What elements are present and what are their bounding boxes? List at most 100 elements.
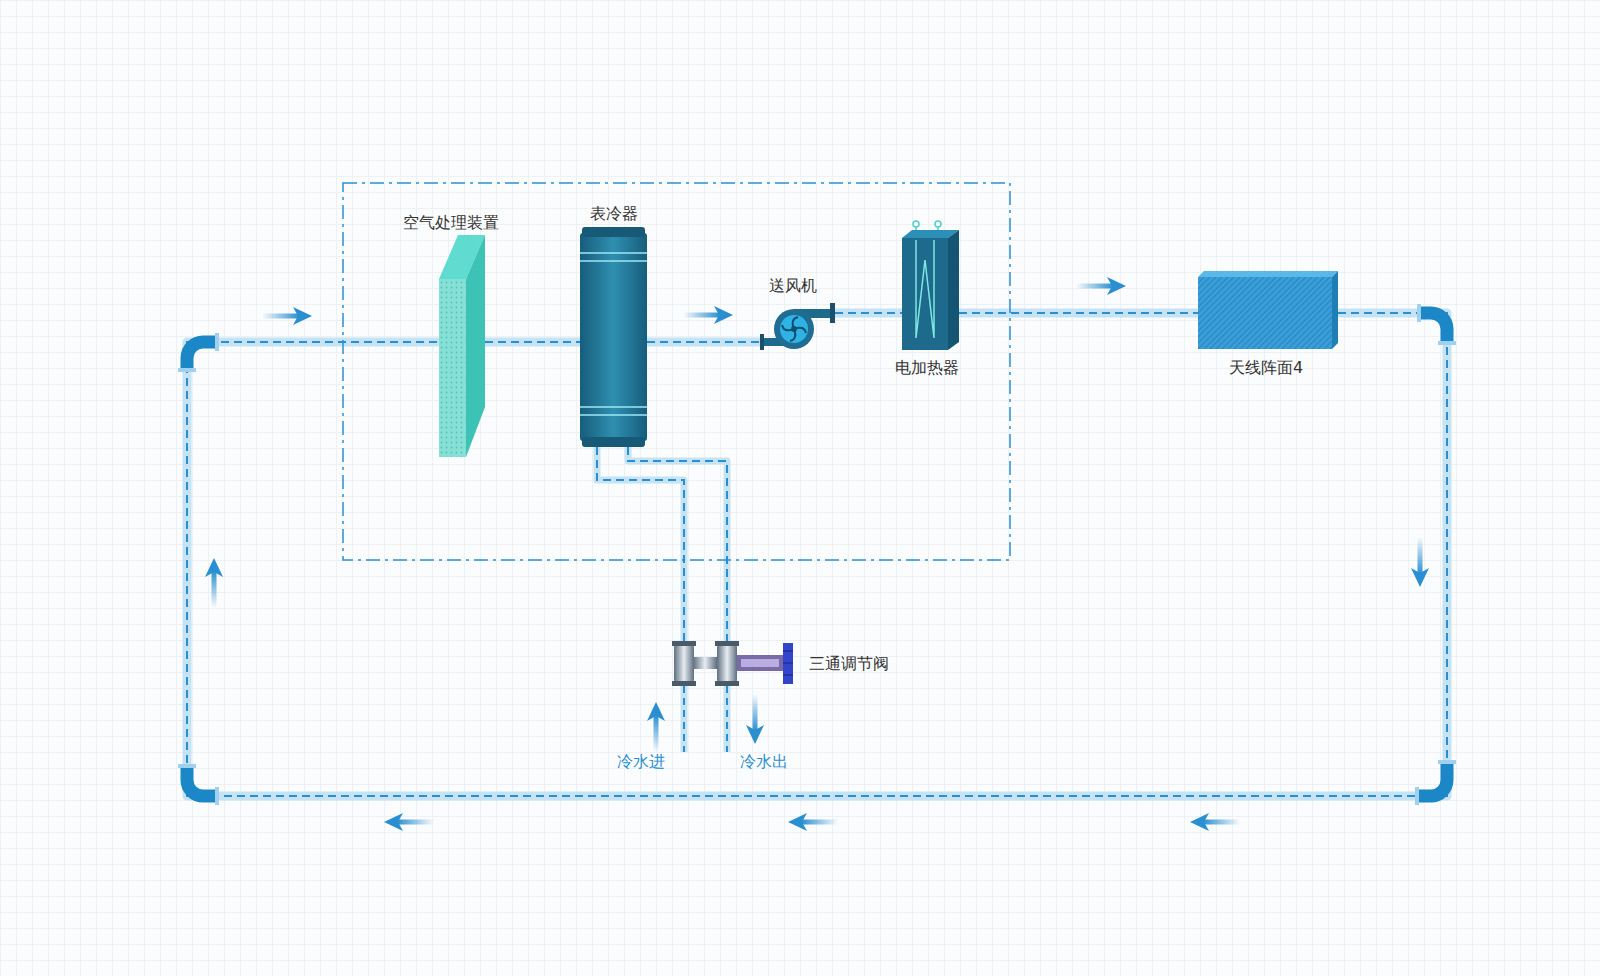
drawing-rect <box>582 437 645 447</box>
drawing-g <box>782 317 806 341</box>
drawing-rect <box>215 787 219 805</box>
drawing-rect <box>439 279 466 457</box>
drawing-polygon <box>948 230 959 350</box>
drawing-polygon <box>466 235 485 457</box>
surface-cooler: 表冷器 <box>580 227 647 447</box>
drawing-rect <box>580 233 647 441</box>
drawing-rect <box>1438 341 1456 345</box>
water-in-label: 冷水进 <box>617 752 665 772</box>
drawing-use <box>1190 813 1240 831</box>
drawing-circle <box>791 326 797 332</box>
drawing-path <box>628 447 727 641</box>
drawing-rect <box>178 764 196 768</box>
drawing-rect <box>760 334 764 350</box>
drawing-circle <box>913 221 919 227</box>
drawing-svg <box>760 303 835 352</box>
drawing-polygon <box>1332 271 1338 349</box>
node-label: 三通调节阀 <box>809 654 889 674</box>
drawing-polygon <box>1198 271 1338 277</box>
drawing-path <box>1419 764 1447 796</box>
drawing-svg <box>1198 271 1338 349</box>
drawing-rect <box>672 681 696 686</box>
drawing-rect <box>715 641 739 646</box>
drawing-rect <box>741 659 779 667</box>
drawing-path <box>187 342 215 368</box>
drawing-svg <box>671 641 796 686</box>
drawing-rect <box>715 681 739 686</box>
pipe-connector <box>647 342 760 343</box>
drawing-rect <box>215 333 219 351</box>
electric-heater: 电加热器 <box>902 220 959 350</box>
drawing-path <box>628 447 727 641</box>
node-label: 天线阵面4 <box>1229 358 1303 378</box>
drawing-use <box>262 307 312 325</box>
drawing-circle <box>780 315 808 343</box>
drawing-use <box>647 702 665 752</box>
drawing-circle <box>774 309 814 349</box>
drawing-line <box>783 651 793 652</box>
drawing-path <box>187 313 1447 796</box>
drawing-rect <box>1438 760 1456 764</box>
drawing-path <box>959 312 1198 314</box>
pipe-connector <box>835 313 902 314</box>
drawing-rect <box>178 368 196 372</box>
pipe-connector <box>959 313 1198 314</box>
drawing-path <box>959 309 1198 318</box>
drawing-use <box>683 306 733 324</box>
drawing-rect <box>1417 304 1421 322</box>
pipe-connector <box>628 447 727 641</box>
drawing-path <box>597 447 684 641</box>
pipe-connector <box>485 342 580 343</box>
drawing-line <box>783 675 793 676</box>
node-label: 空气处理装置 <box>403 213 499 233</box>
drawing-use <box>746 694 764 744</box>
drawing-svg <box>902 220 959 350</box>
drawing-rect <box>672 641 696 646</box>
drawing-g <box>684 686 727 752</box>
drawing-rect <box>1198 277 1332 349</box>
three-way-valve: 三通调节阀 <box>671 641 796 686</box>
drawing-line <box>783 663 793 664</box>
drawing-rect <box>1415 787 1419 805</box>
drawing-g <box>783 651 793 675</box>
drawing-polyline <box>916 240 934 338</box>
water-out-label: 冷水出 <box>740 752 788 772</box>
drawing-line <box>580 252 647 254</box>
drawing-rect <box>902 238 948 350</box>
drawing-use <box>384 813 434 831</box>
drawing-rect <box>693 657 717 669</box>
drawing-circle <box>935 221 941 227</box>
supply-fan: 送风机 <box>760 303 835 352</box>
drawing-path <box>835 312 902 314</box>
drawing-use <box>205 558 223 608</box>
drawing-rect <box>783 643 793 684</box>
drawing-path <box>187 768 215 796</box>
drawing-path <box>1421 313 1447 341</box>
drawing-path <box>647 338 760 347</box>
drawing-rect <box>717 645 737 682</box>
air-filter: 空气处理装置 <box>439 235 485 457</box>
node-label: 电加热器 <box>895 358 959 378</box>
drawing-path <box>485 338 580 347</box>
drawing-path <box>485 341 580 343</box>
drawing-svg <box>580 227 647 447</box>
drawing-svg <box>439 235 485 457</box>
drawing-path <box>187 313 1447 796</box>
drawing-rect <box>830 303 835 323</box>
drawing-rect <box>582 227 645 237</box>
drawing-rect <box>737 655 783 671</box>
drawing-g <box>178 304 1456 805</box>
drawing-use <box>1411 537 1429 587</box>
drawing-line <box>580 414 647 416</box>
drawing-line <box>580 260 647 262</box>
drawing-path <box>647 341 760 343</box>
antenna-array: 天线阵面4 <box>1198 271 1338 349</box>
drawing-path <box>684 686 727 752</box>
drawing-rect <box>674 645 694 682</box>
drawing-path <box>597 447 684 641</box>
node-label: 表冷器 <box>590 204 638 224</box>
